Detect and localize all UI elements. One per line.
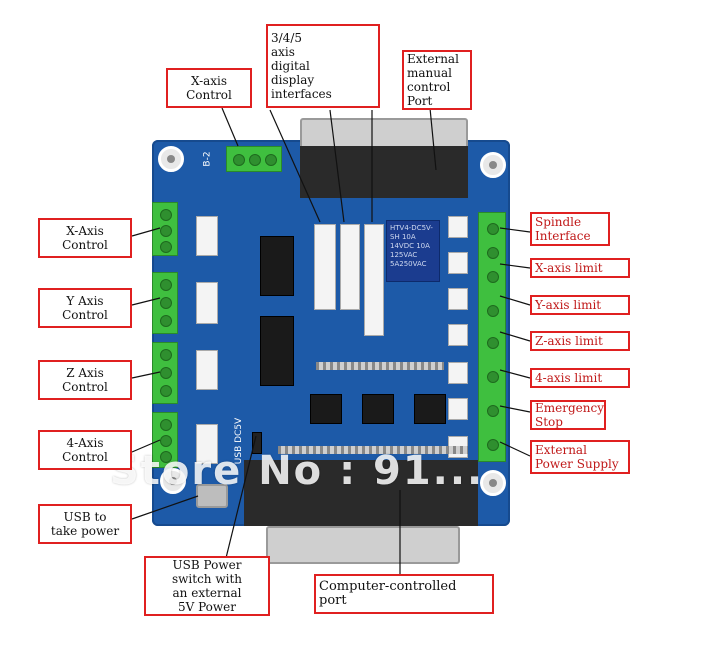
label-y-axis-control: Y Axis Control: [38, 288, 132, 328]
label-external-manual-port: External manual control Port: [402, 50, 472, 110]
top-terminal-block: [226, 146, 282, 172]
ic-chip: [260, 316, 294, 386]
ic-chip: [260, 236, 294, 296]
watermark-text: Store No : 91...: [110, 448, 485, 494]
computer-port-shell: [244, 460, 478, 526]
z-limit-connector: [448, 324, 468, 346]
display-header-3: [364, 224, 384, 336]
label-emergency-stop: Emergency Stop: [530, 400, 606, 430]
x-axis-terminal-block: [152, 202, 178, 256]
resistor-row: [278, 446, 468, 454]
label-x-axis-limit: X-axis limit: [530, 258, 630, 278]
estop-connector: [448, 398, 468, 420]
label-usb-power-switch: USB Power switch with an external 5V Pow…: [144, 556, 270, 616]
ic-chip: [362, 394, 394, 424]
four-axis-driver-connector: [196, 424, 218, 464]
right-terminal-column: [478, 212, 506, 462]
label-spindle-interface: Spindle Interface: [530, 212, 610, 246]
label-external-power-supply: External Power Supply: [530, 440, 630, 474]
label-usb-take-power: USB to take power: [38, 504, 132, 544]
label-display-interfaces: 3/4/5 axis digital display interfaces: [266, 24, 380, 108]
x-limit-connector: [448, 252, 468, 274]
computer-port-db-connector: [266, 526, 460, 564]
four-limit-connector: [448, 362, 468, 384]
label-z-axis-limit: Z-axis limit: [530, 331, 630, 351]
label-four-axis-limit: 4-axis limit: [530, 368, 630, 388]
mounting-hole-icon: [480, 152, 506, 178]
label-z-axis-control: Z Axis Control: [38, 360, 132, 400]
z-axis-driver-connector: [196, 350, 218, 390]
y-axis-terminal-block: [152, 272, 178, 334]
ic-chip: [310, 394, 342, 424]
silkscreen-b2: B-2: [202, 151, 213, 167]
mounting-hole-icon: [160, 468, 186, 494]
display-header-2: [340, 224, 360, 310]
label-four-axis-control: 4-Axis Control: [38, 430, 132, 470]
mounting-hole-icon: [158, 146, 184, 172]
x-axis-driver-connector: [196, 216, 218, 256]
display-header-1: [314, 224, 336, 310]
four-axis-terminal-block: [152, 412, 178, 468]
label-x-axis-control-top: X-axis Control: [166, 68, 252, 108]
z-axis-terminal-block: [152, 342, 178, 404]
relay: HTV4-DC5V-SH 10A 14VDC 10A 125VAC 5A250V…: [386, 220, 440, 282]
resistor-row: [316, 362, 444, 370]
y-limit-connector: [448, 288, 468, 310]
label-y-axis-limit: Y-axis limit: [530, 295, 630, 315]
spindle-connector: [448, 216, 468, 238]
label-computer-controlled-port: Computer-controlled port: [314, 574, 494, 614]
ic-chip: [414, 394, 446, 424]
label-x-axis-control: X-Axis Control: [38, 218, 132, 258]
mounting-hole-icon: [480, 470, 506, 496]
external-manual-db-shell: [300, 146, 468, 198]
y-axis-driver-connector: [196, 282, 218, 324]
